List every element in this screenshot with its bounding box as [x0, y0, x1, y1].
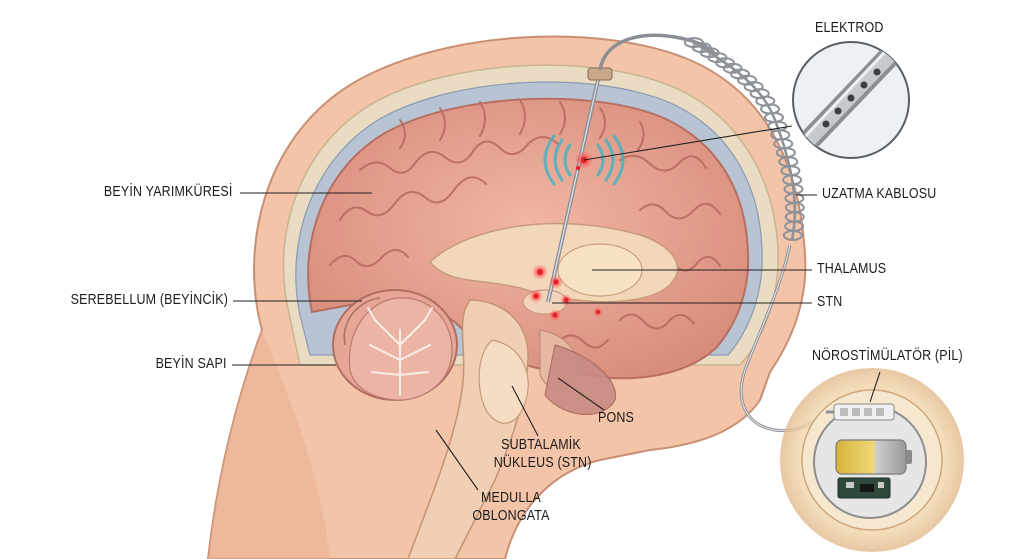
label-stn: STN: [817, 294, 843, 310]
leader-pons: [557, 377, 605, 411]
neck-shade: [208, 330, 330, 559]
pons-structure: [478, 339, 529, 424]
label-brainstem: BEYİN SAPI: [155, 356, 227, 372]
label-cerebellum: SEREBELLUM (BEYİNCİK): [70, 292, 228, 308]
label-pons: PONS: [598, 410, 635, 426]
temporal-lobe: [544, 344, 617, 415]
electrode-lead-highlight: [547, 79, 599, 303]
coil-loop: [730, 68, 750, 80]
leader-electrode: [583, 125, 793, 161]
label-subthalamic-line1: SUBTALAMİK: [501, 437, 581, 453]
signal-waves: [543, 134, 625, 186]
label-electrode: ELEKTROD: [815, 20, 884, 36]
coil-loops: [683, 37, 805, 241]
cerebellum-structure: [332, 289, 458, 401]
leader-subthalamic: [511, 385, 539, 437]
coil-loop: [782, 229, 803, 241]
label-neurostimulator: NÖROSTİMÜLATÖR (PİL): [812, 348, 963, 364]
leader-medulla: [435, 429, 479, 491]
label-hemisphere: BEYİN YARIMKÜRESİ: [104, 184, 233, 200]
label-medulla-line1: MEDULLA: [480, 490, 542, 506]
label-thalamus: THALAMUS: [817, 261, 887, 277]
label-subthalamic-line2: NÜKLEUS (STN): [493, 455, 592, 471]
leader-lines: [232, 125, 881, 491]
electrode-lens: [792, 41, 910, 159]
coil-loop: [715, 57, 736, 69]
leader-neurostim: [869, 371, 881, 403]
label-medulla-line2: OBLONGATA: [472, 508, 550, 524]
coil-loop: [722, 62, 743, 74]
label-extension-cable: UZATMA KABLOSU: [822, 186, 937, 202]
neurostimulator-device: [780, 368, 964, 552]
